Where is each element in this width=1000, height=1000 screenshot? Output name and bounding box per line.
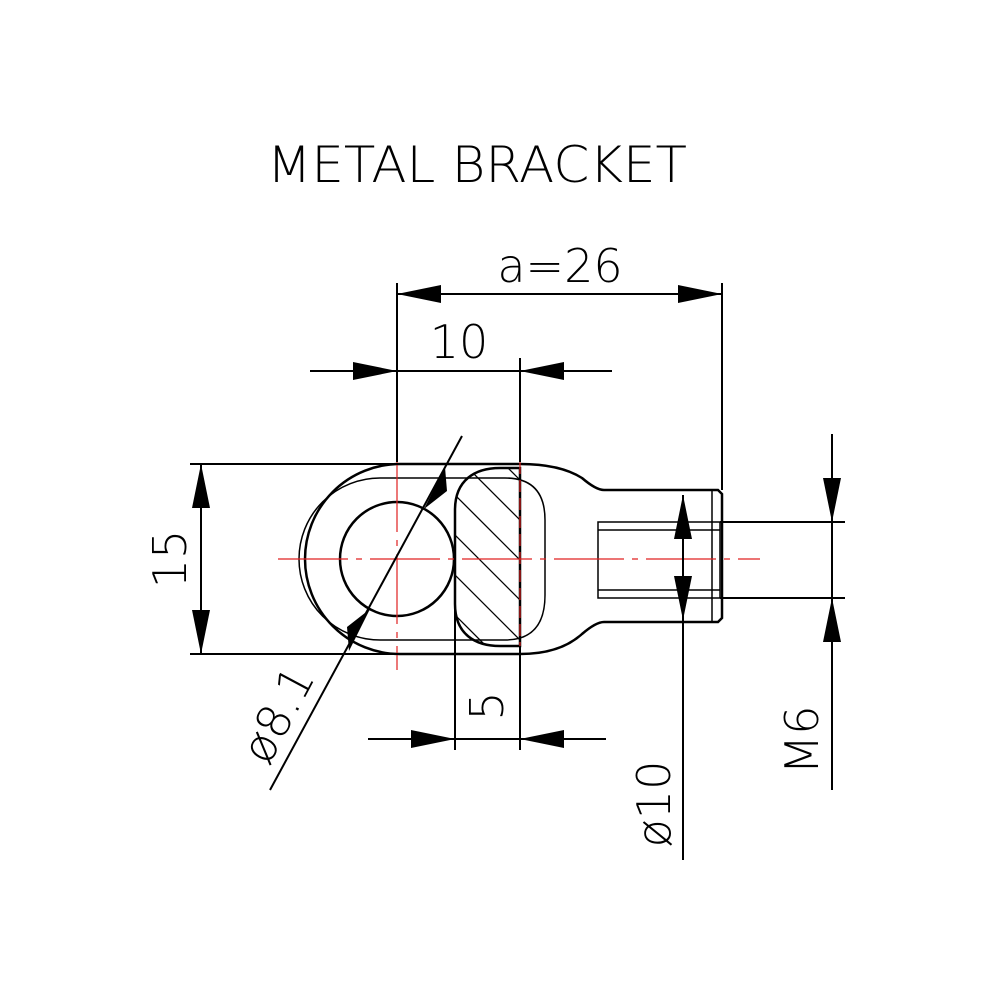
overall-length-label: a=26 xyxy=(497,239,622,293)
dimension-shank-diameter xyxy=(674,495,692,860)
centerlines xyxy=(278,462,760,670)
dimension-thread xyxy=(720,434,845,790)
threaded-bore xyxy=(597,521,721,599)
dimension-neck-width xyxy=(368,604,606,750)
drawing-title: METAL BRACKET xyxy=(267,136,687,194)
dimension-overall-length xyxy=(396,283,723,490)
shank-diameter-label: ø10 xyxy=(627,761,681,848)
hatched-section xyxy=(453,466,522,648)
eye-to-neck-label: 10 xyxy=(430,315,489,369)
dimension-height xyxy=(190,463,400,655)
neck-width-label: 5 xyxy=(460,691,514,720)
thread-label: M6 xyxy=(775,706,829,775)
dimension-eye-to-neck xyxy=(310,358,612,462)
height-label: 15 xyxy=(143,530,197,589)
dimension-eye-hole-diameter xyxy=(269,435,463,791)
